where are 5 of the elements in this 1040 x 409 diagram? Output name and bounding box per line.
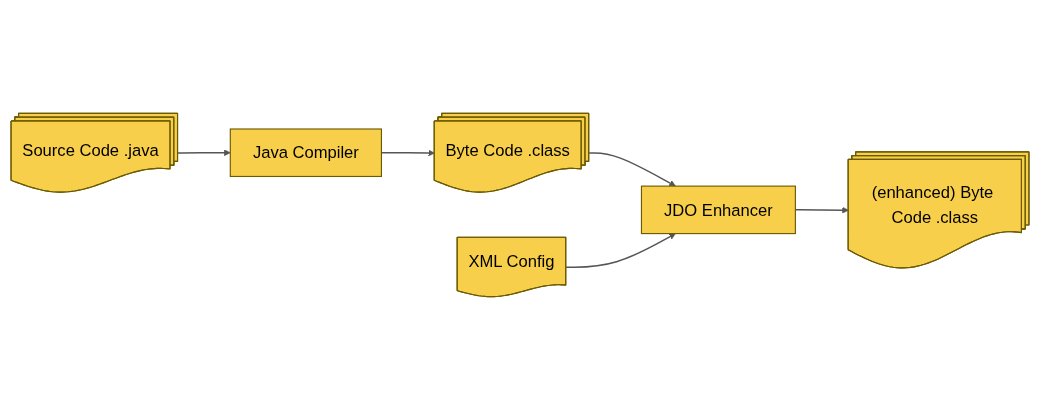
arrow: [588, 151, 676, 186]
node-box: Java Compiler: [229, 127, 382, 177]
node-box: JDO Enhancer: [640, 185, 796, 234]
arrow: [177, 148, 231, 156]
arrow: [565, 232, 676, 268]
